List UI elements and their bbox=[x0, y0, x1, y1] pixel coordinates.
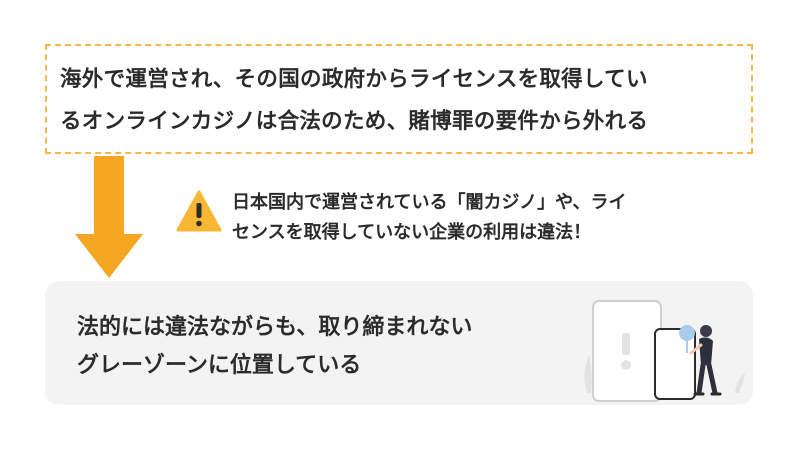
person-with-phone-illustration bbox=[584, 300, 745, 402]
premise-box: 海外で運営され、その国の政府からライセンスを取得してい るオンラインカジノは合法… bbox=[45, 44, 753, 154]
conclusion-box: 法的には違法ながらも、取り締まれない グレーゾーンに位置している bbox=[45, 281, 753, 405]
down-arrow-icon bbox=[75, 156, 143, 278]
conclusion-line-1: 法的には違法ながらも、取り締まれない bbox=[77, 315, 473, 340]
warning-line-2: センスを取得していない企業の利用は違法！ bbox=[232, 222, 592, 243]
premise-line-2: るオンラインカジノは合法のため、賭博罪の要件から外れる bbox=[60, 109, 649, 134]
premise-line-1: 海外で運営され、その国の政府からライセンスを取得してい bbox=[60, 67, 648, 92]
conclusion-line-2: グレーゾーンに位置している bbox=[77, 353, 362, 378]
warning-triangle-icon bbox=[176, 190, 222, 232]
warning-line-1: 日本国内で運営されている「闇カジノ」や、ライ bbox=[232, 192, 627, 213]
